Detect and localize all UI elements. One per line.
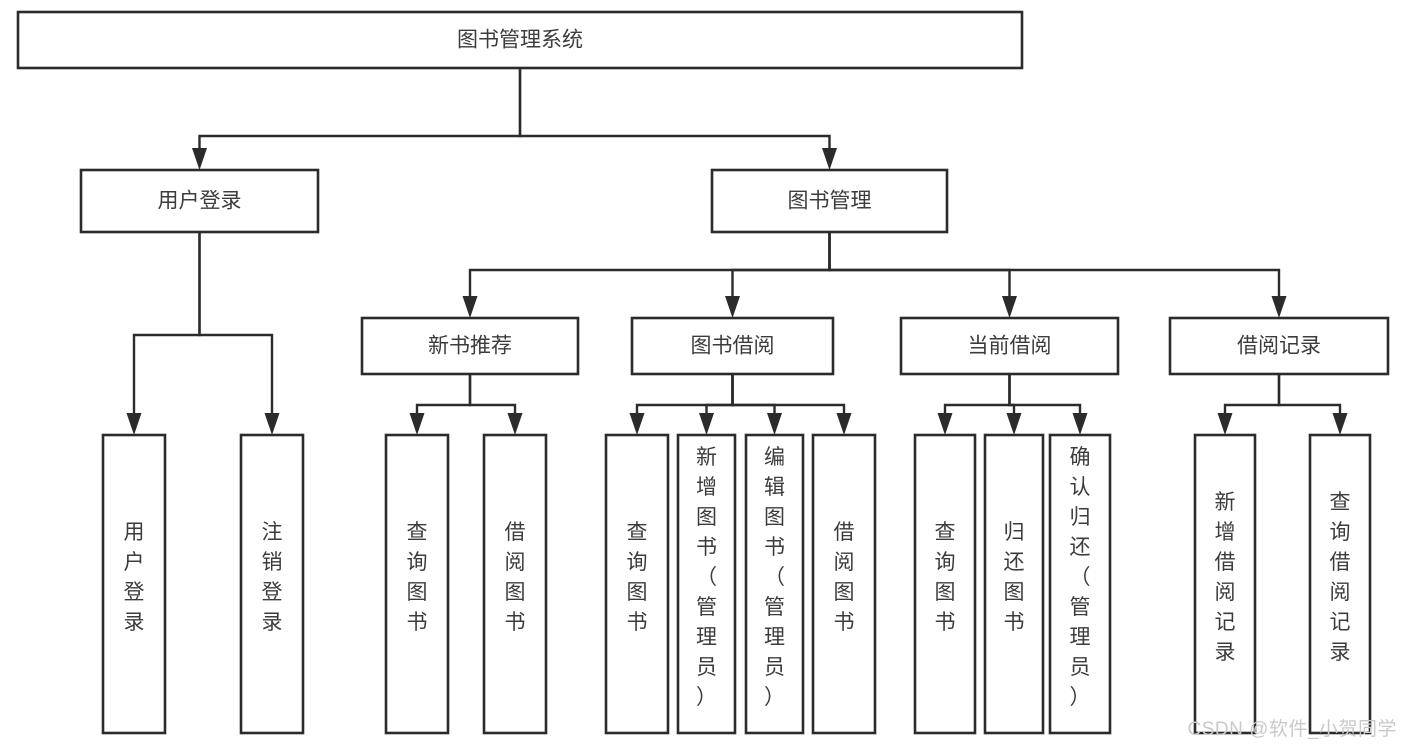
connector-layer: [126, 68, 1348, 435]
arrow-head-icon: [1006, 413, 1022, 435]
node-leaf_1[interactable]: 注销登录: [239, 433, 305, 735]
node-leaf_8[interactable]: 查询图书: [913, 433, 977, 735]
node-leaf_3[interactable]: 借阅图书: [482, 433, 548, 735]
node-box: [710, 168, 949, 234]
connector-l2_3-to-leaf_11: [1217, 374, 1281, 435]
node-box: [1193, 433, 1257, 735]
arrow-head-icon: [462, 296, 478, 318]
node-l2_3[interactable]: 借阅记录: [1168, 316, 1390, 376]
node-layer: 图书管理系统用户登录图书管理新书推荐图书借阅当前借阅借阅记录用户登录注销登录查询…: [16, 10, 1390, 735]
node-box: [744, 433, 805, 735]
node-leaf_9[interactable]: 归还图书: [983, 433, 1045, 735]
node-box: [1308, 433, 1372, 735]
node-box: [604, 433, 670, 735]
arrow-head-icon: [725, 296, 740, 318]
arrow-head-icon: [836, 413, 852, 435]
node-box: [101, 433, 167, 735]
node-label: 用户登录: [124, 521, 145, 634]
node-l1_0[interactable]: 用户登录: [79, 168, 320, 234]
arrow-head-icon: [126, 413, 142, 435]
arrow-head-icon: [507, 413, 523, 435]
node-box: [360, 316, 580, 376]
node-label: 借阅图书: [834, 521, 855, 634]
connector-l1_0-to-leaf_0: [126, 232, 201, 435]
node-box: [482, 433, 548, 735]
node-label: 确认归还（管理员）: [1070, 446, 1091, 709]
node-box: [239, 433, 305, 735]
node-label: 编辑图书（管理员）: [764, 446, 785, 709]
node-label: 新增图书（管理员）: [696, 446, 717, 709]
connector-l1_1-to-l2_0: [462, 232, 831, 318]
node-label: 查询图书: [627, 521, 648, 634]
node-leaf_0[interactable]: 用户登录: [101, 433, 167, 735]
connector-l1_1-to-l2_1: [725, 232, 831, 318]
node-label: 新书推荐: [428, 335, 512, 358]
connector-l2_1-to-leaf_7: [731, 374, 852, 435]
arrow-head-icon: [937, 413, 953, 435]
node-label: 借阅记录: [1237, 335, 1321, 358]
node-label: 当前借阅: [968, 335, 1052, 358]
node-box: [1048, 433, 1112, 735]
node-box: [899, 316, 1120, 376]
node-label: 查询图书: [407, 521, 428, 634]
node-label: 归还图书: [1004, 521, 1025, 634]
connector-root-to-l1_1: [518, 68, 837, 170]
node-l2_0[interactable]: 新书推荐: [360, 316, 580, 376]
node-label: 查询图书: [935, 521, 956, 634]
arrow-head-icon: [1271, 296, 1287, 318]
arrow-head-icon: [822, 148, 837, 170]
connector-l1_0-to-leaf_1: [198, 232, 280, 435]
node-leaf_6[interactable]: 编辑图书（管理员）: [744, 433, 805, 735]
node-label: 图书借阅: [691, 335, 775, 358]
node-box: [676, 433, 737, 735]
connector-l1_1-to-l2_3: [828, 232, 1287, 318]
arrow-head-icon: [264, 413, 280, 435]
node-label: 借阅图书: [505, 521, 526, 634]
arrow-head-icon: [1002, 296, 1017, 318]
node-label: 新增借阅记录: [1215, 491, 1236, 664]
arrow-head-icon: [192, 148, 207, 170]
node-leaf_7[interactable]: 借阅图书: [811, 433, 877, 735]
connector-l2_2-to-leaf_8: [937, 374, 1011, 435]
node-leaf_10[interactable]: 确认归还（管理员）: [1048, 433, 1112, 735]
node-box: [630, 316, 835, 376]
arrow-head-icon: [1332, 413, 1348, 435]
node-box: [79, 168, 320, 234]
watermark: CSDN @软件_小贺同学: [1187, 719, 1397, 740]
node-box: [913, 433, 977, 735]
arrow-head-icon: [629, 413, 645, 435]
node-box: [384, 433, 450, 735]
node-box: [983, 433, 1045, 735]
connector-root-to-l1_0: [192, 68, 522, 170]
node-leaf_2[interactable]: 查询图书: [384, 433, 450, 735]
node-label: 图书管理系统: [457, 29, 583, 52]
arrow-head-icon: [409, 413, 425, 435]
connector-l1_1-to-l2_2: [828, 232, 1017, 318]
node-label: 图书管理: [788, 190, 872, 213]
arrow-head-icon: [699, 413, 714, 435]
node-box: [16, 10, 1024, 70]
node-l1_1[interactable]: 图书管理: [710, 168, 949, 234]
connector-l2_3-to-leaf_12: [1277, 374, 1348, 435]
node-l2_1[interactable]: 图书借阅: [630, 316, 835, 376]
arrow-head-icon: [1072, 413, 1088, 435]
node-leaf_11[interactable]: 新增借阅记录: [1193, 433, 1257, 735]
connector-l2_2-to-leaf_10: [1008, 374, 1088, 435]
arrow-head-icon: [1217, 413, 1233, 435]
node-label: 用户登录: [158, 190, 242, 213]
node-label: 注销登录: [262, 521, 283, 634]
node-leaf_4[interactable]: 查询图书: [604, 433, 670, 735]
node-box: [1168, 316, 1390, 376]
node-leaf_5[interactable]: 新增图书（管理员）: [676, 433, 737, 735]
node-leaf_12[interactable]: 查询借阅记录: [1308, 433, 1372, 735]
arrow-head-icon: [767, 413, 782, 435]
node-l2_2[interactable]: 当前借阅: [899, 316, 1120, 376]
connector-l2_0-to-leaf_2: [409, 374, 472, 435]
node-box: [811, 433, 877, 735]
node-label: 查询借阅记录: [1330, 491, 1351, 664]
node-root[interactable]: 图书管理系统: [16, 10, 1024, 70]
connector-l2_0-to-leaf_3: [468, 374, 523, 435]
